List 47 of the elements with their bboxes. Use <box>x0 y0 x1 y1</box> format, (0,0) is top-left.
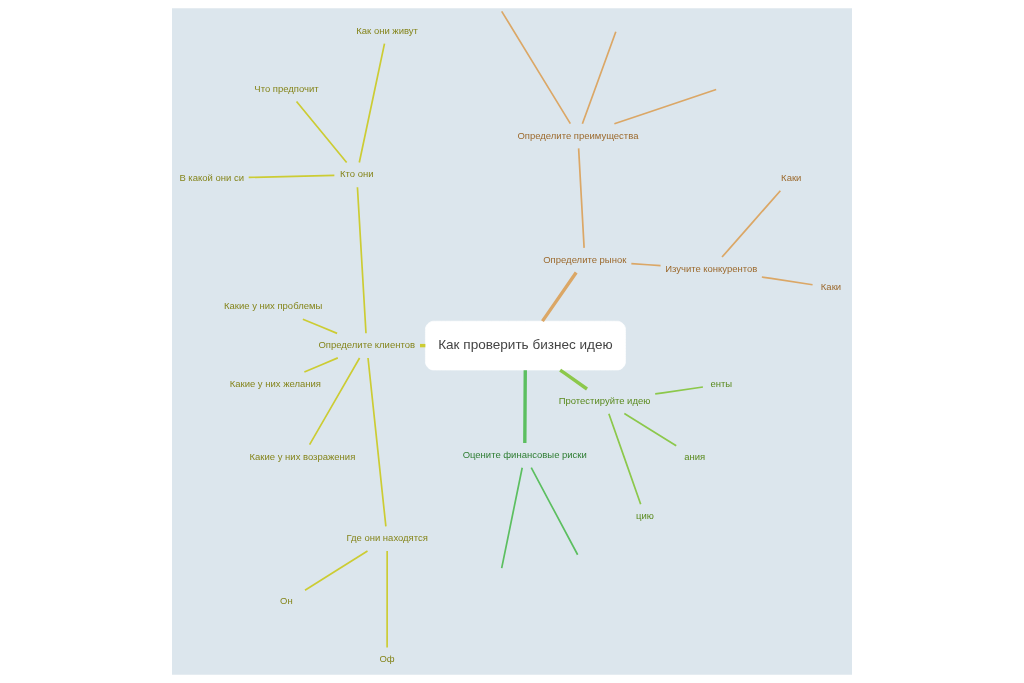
node-text: Оцените финансовые риски <box>462 448 587 460</box>
connector <box>541 271 578 323</box>
node-text: Как они живут <box>356 24 418 36</box>
connector <box>500 10 572 125</box>
node-text: Какие у них проблемы <box>224 300 323 312</box>
connector <box>613 88 718 125</box>
connector <box>358 42 386 164</box>
connector <box>530 466 579 556</box>
connector <box>559 368 588 391</box>
node-text: Каки <box>820 281 842 293</box>
connector <box>302 318 338 335</box>
connector <box>623 412 678 447</box>
node-text: Кто они <box>339 168 374 180</box>
connector <box>356 186 367 335</box>
node-text: Что предпочит <box>254 82 319 94</box>
node-text: цию <box>636 509 654 521</box>
node-text: Изучите конкурентов <box>665 262 758 274</box>
connector <box>608 412 642 506</box>
node-text: Какие у них желания <box>229 377 321 389</box>
node-text: енты <box>710 377 733 389</box>
connector <box>500 466 524 569</box>
connector <box>654 386 704 395</box>
connector <box>247 174 336 179</box>
node-text: Определите преимущества <box>517 129 639 141</box>
node-text: ания <box>684 450 706 462</box>
node-text: Определите клиентов <box>318 339 415 351</box>
connector <box>367 357 387 528</box>
connector <box>304 550 369 592</box>
connector <box>303 357 339 373</box>
connector <box>523 370 527 444</box>
node-text: Он <box>280 595 293 607</box>
node-text: В какой они си <box>179 171 244 183</box>
connector <box>581 30 617 125</box>
connector <box>295 100 348 164</box>
connector <box>630 262 662 267</box>
connector <box>308 357 361 446</box>
node-box: Как проверить бизнес идею <box>425 320 626 371</box>
node-text: Где они находятся <box>346 532 428 544</box>
connector <box>721 189 782 258</box>
node-text: Каки <box>781 171 802 183</box>
connector <box>577 147 585 249</box>
connector <box>761 276 814 286</box>
node-text: Какие у них возражения <box>249 450 356 462</box>
node-text: Протестируйте идею <box>558 394 651 406</box>
connector <box>386 550 389 649</box>
node-text: Определите рынок <box>543 253 627 265</box>
node-text: Оф <box>379 653 395 665</box>
